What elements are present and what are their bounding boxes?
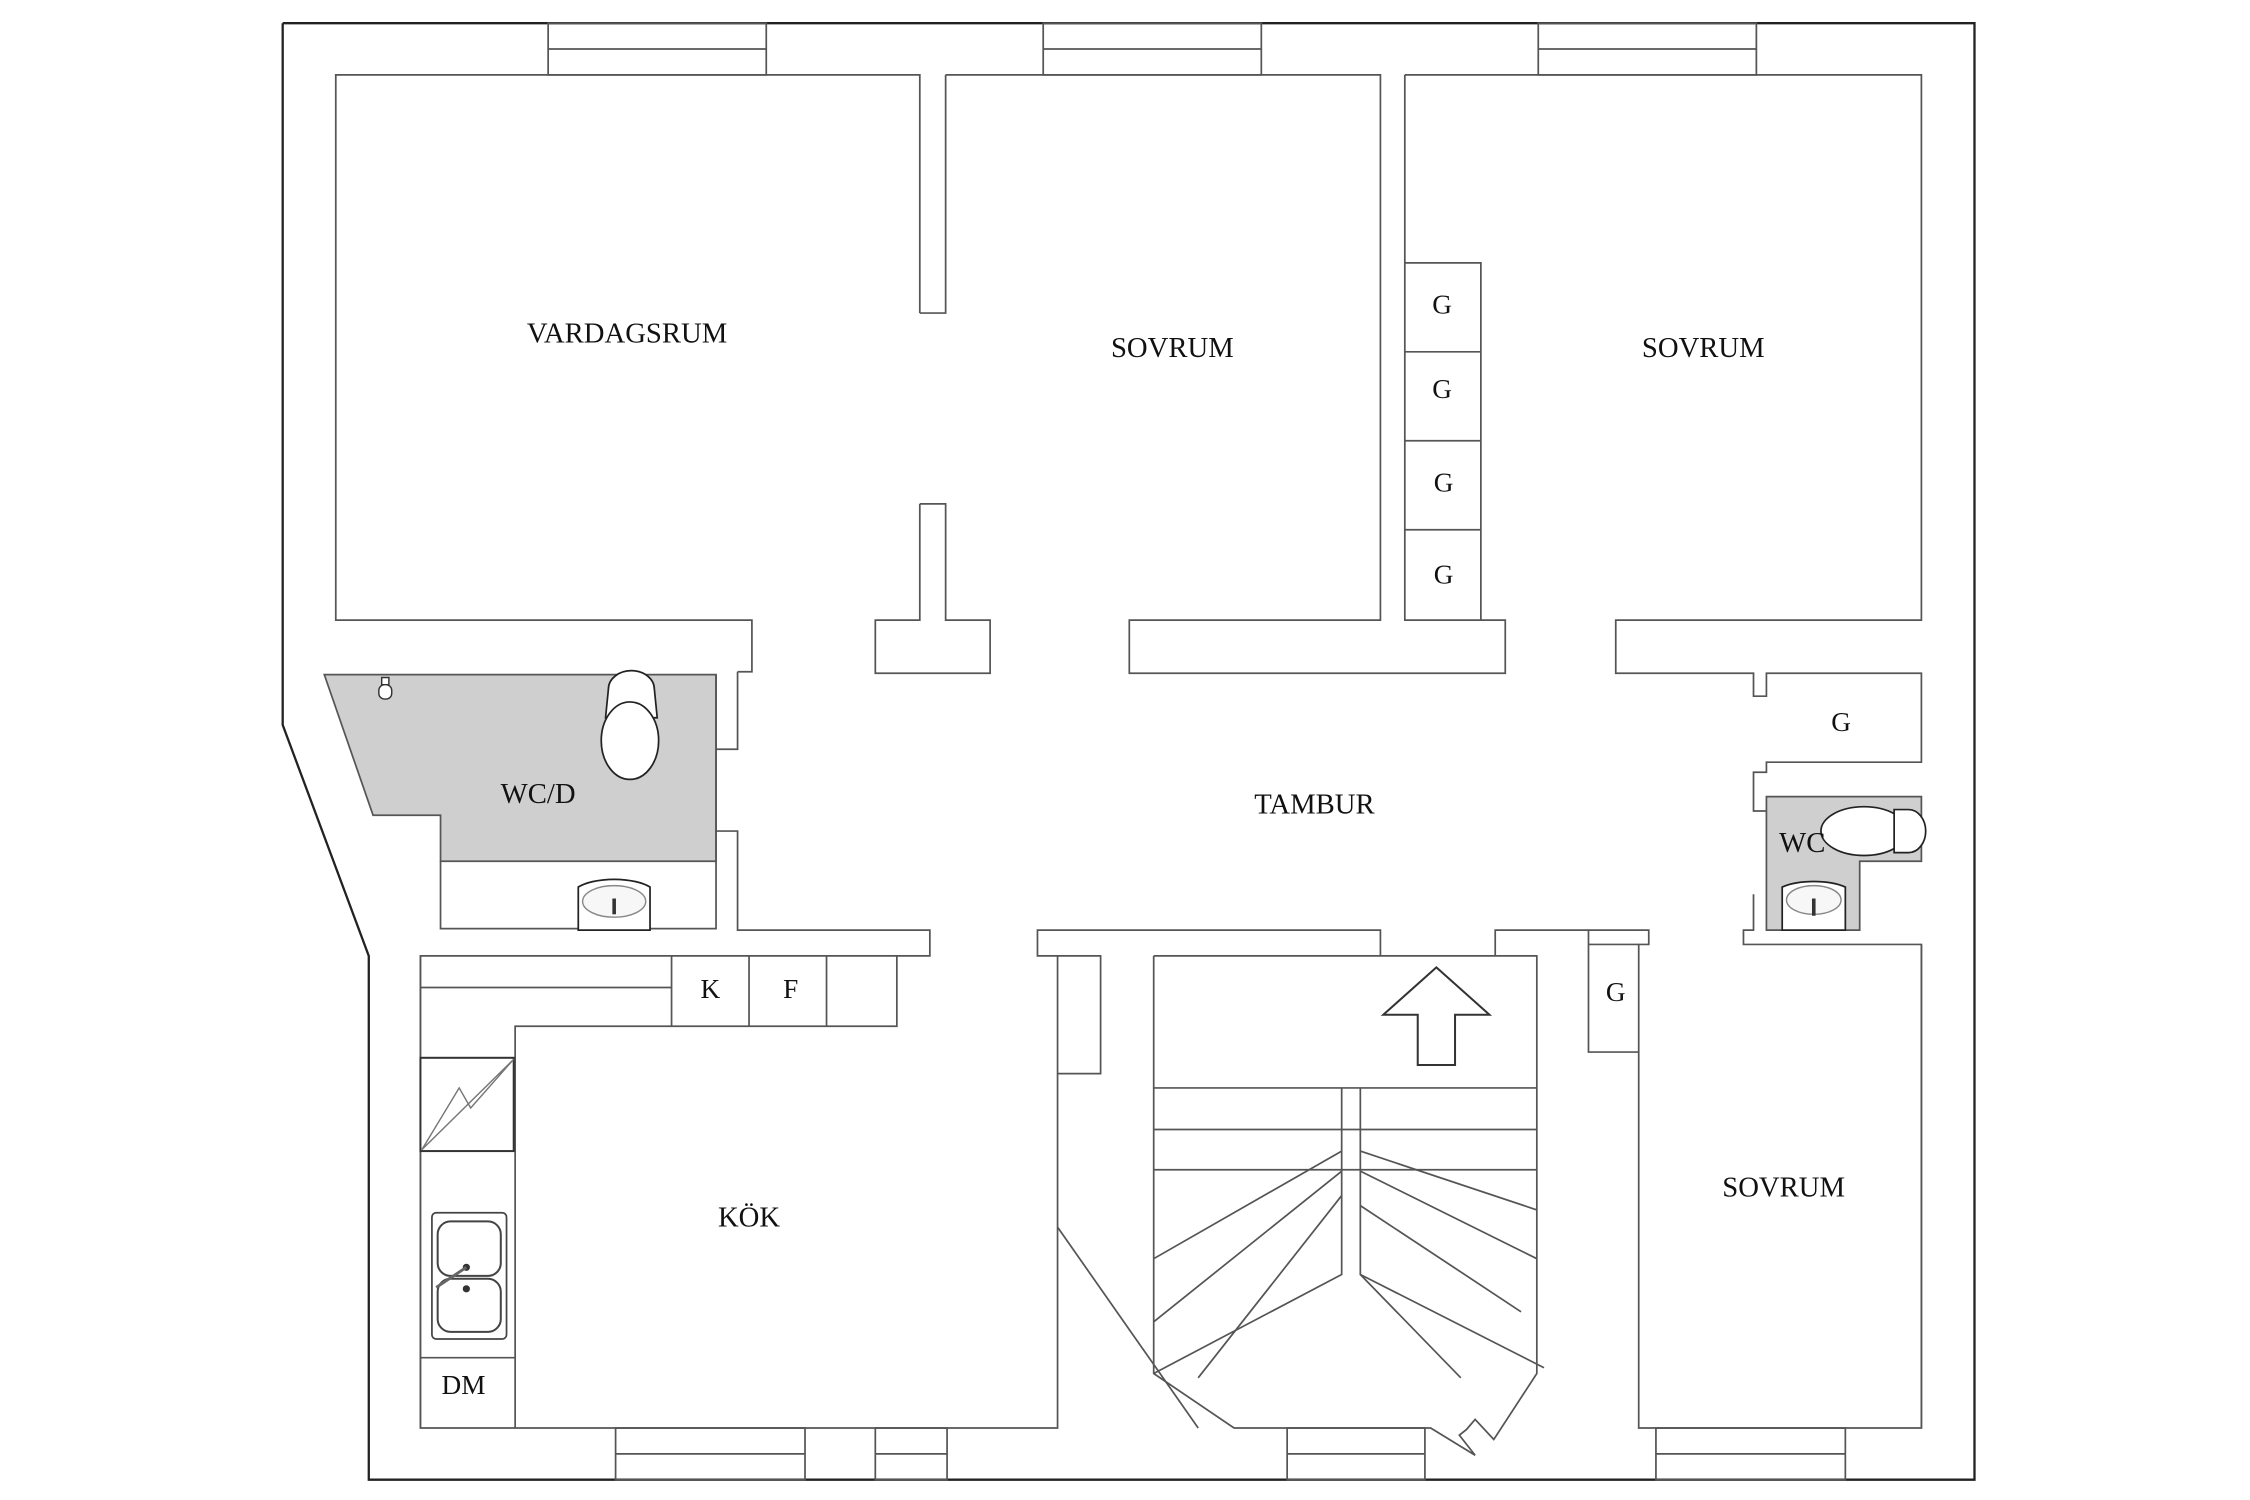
- label-fridge: K: [700, 974, 720, 1004]
- bathroom-sink-icon: [577, 878, 651, 931]
- toilet-icon-small: [1820, 805, 1927, 857]
- label-bathroom: WC/D: [501, 778, 576, 810]
- bedroom-3-walls: [1587, 929, 1923, 1429]
- label-toilet: WC: [1779, 827, 1825, 859]
- toilet-sink-icon: [1781, 880, 1847, 931]
- label-wardrobe: G: [1434, 468, 1454, 498]
- kitchen-counters: [419, 955, 898, 1429]
- label-wardrobe: G: [1434, 559, 1454, 589]
- label-freezer: F: [783, 974, 798, 1004]
- outer-wall: [281, 22, 1976, 1481]
- bedroom-1-walls: [945, 73, 1507, 675]
- windows-top: [547, 22, 1758, 76]
- bedroom-2-walls: [1404, 73, 1923, 812]
- label-wardrobe: G: [1831, 707, 1851, 737]
- label-bedroom-1: SOVRUM: [1111, 332, 1234, 364]
- stove-icon: [419, 1056, 515, 1153]
- shower-head-icon: [378, 676, 393, 700]
- label-hall: TAMBUR: [1254, 788, 1375, 820]
- kitchen-sink-icon: [431, 1211, 508, 1340]
- label-bedroom-3: SOVRUM: [1722, 1171, 1845, 1203]
- label-dishwasher: DM: [442, 1370, 486, 1400]
- stair-up-arrow-icon: [1380, 966, 1493, 1066]
- partition-wall: [919, 74, 947, 314]
- label-kitchen: KÖK: [718, 1202, 780, 1234]
- partition-wall-lower: [874, 503, 991, 675]
- living-room-walls: [334, 73, 921, 673]
- label-bedroom-2: SOVRUM: [1642, 332, 1765, 364]
- staircase: [1056, 955, 1545, 1457]
- label-wardrobe: G: [1606, 977, 1626, 1007]
- bathroom-floor: [323, 673, 717, 863]
- label-wardrobe: G: [1432, 374, 1452, 404]
- wardrobe-column: [1403, 74, 1482, 621]
- toilet-walls: [1742, 894, 1923, 1429]
- windows-bottom: [614, 1427, 1847, 1481]
- label-wardrobe: G: [1432, 290, 1452, 320]
- toilet-icon: [600, 669, 660, 781]
- label-living-room: VARDAGSRUM: [527, 318, 727, 350]
